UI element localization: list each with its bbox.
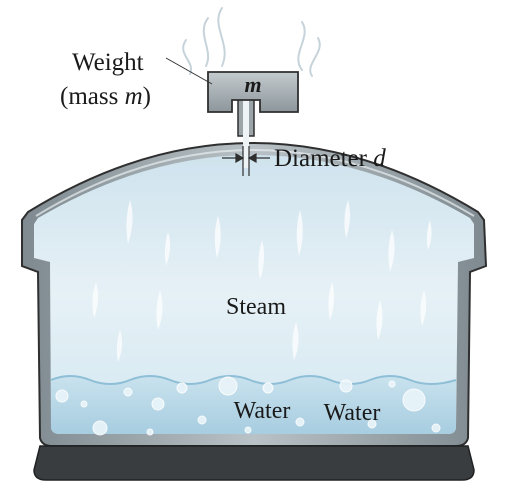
mass-symbol: m [244, 72, 261, 97]
water-label-2: Water [324, 400, 381, 426]
water-label-1: Water [234, 398, 291, 424]
weight-leader-line [165, 57, 213, 85]
water-bubbles [55, 376, 441, 436]
diameter-label: Diameter d [274, 145, 386, 172]
mass-label: (mass m) [60, 83, 151, 110]
pot-base [33, 445, 475, 481]
weight-label: Weight [72, 49, 144, 76]
water-region [51, 376, 456, 434]
steam-region [34, 155, 474, 434]
steam-label: Steam [226, 294, 286, 320]
steam-streaks [92, 200, 432, 362]
lid-highlight [35, 149, 475, 217]
escaping-steam-wisps [182, 7, 321, 77]
weight-block [207, 71, 299, 113]
diameter-dimension [222, 146, 270, 176]
water-surface [50, 375, 457, 385]
vent-opening [243, 96, 249, 168]
